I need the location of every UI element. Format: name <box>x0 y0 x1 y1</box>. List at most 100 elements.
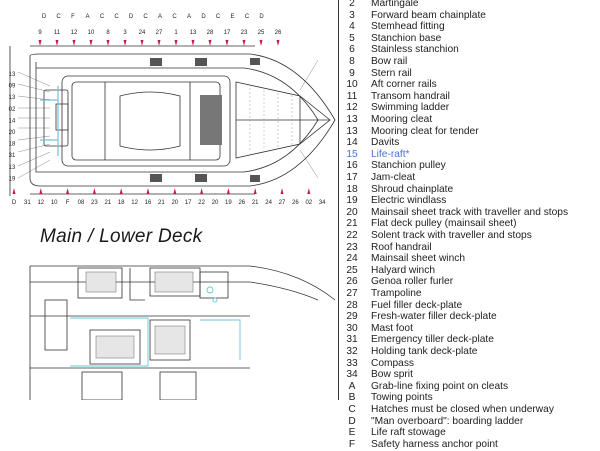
callout-label: 21 <box>158 200 165 206</box>
legend-description: Hatches must be closed when underway <box>371 404 554 415</box>
marker-pin <box>242 40 246 46</box>
legend-description: Life raft stowage <box>371 427 446 439</box>
legend-key: B <box>348 392 356 404</box>
legend-description: Mooring cleat <box>371 114 433 125</box>
legend-key: 10 <box>346 79 358 91</box>
callout-label: C <box>245 14 250 20</box>
callout-label: 20 <box>171 200 178 206</box>
callout-label: 21 <box>104 200 111 206</box>
legend-description: Fresh-water filler deck-plate <box>371 311 497 323</box>
legend-description: Davits <box>371 137 400 149</box>
legend-description: Aft corner rails <box>371 79 437 91</box>
legend-key: 13 <box>346 125 358 137</box>
callout-label: 17 <box>224 30 231 36</box>
callout-label: 24 <box>265 200 272 206</box>
lower-deck-water-lines <box>70 286 241 367</box>
upper-deck-outline <box>9 45 336 196</box>
legend-key: 12 <box>346 102 358 114</box>
callout-label: 24 <box>139 30 146 36</box>
legend-key: 32 <box>346 346 358 357</box>
legend-key: 4 <box>349 21 355 33</box>
callout-label: 8 <box>106 30 110 36</box>
legend-key: 26 <box>346 276 358 288</box>
callout-label: 9 <box>38 30 42 36</box>
legend-key: 20 <box>346 206 358 218</box>
legend-description: "Man overboard": boarding ladder <box>371 415 524 427</box>
legend-description: Mooring cleat for tender <box>371 125 479 137</box>
callout-label: 12 <box>37 200 44 206</box>
callout-label: 13 <box>9 95 16 101</box>
legend-key: 9 <box>349 67 355 79</box>
callout-label: D <box>129 14 134 20</box>
legend-key: 30 <box>346 322 358 334</box>
callout-label: C <box>100 14 105 20</box>
callout-label: C <box>143 14 148 20</box>
marker-pin <box>119 188 123 194</box>
legend-key: C <box>348 404 356 415</box>
marker-pin <box>123 40 127 46</box>
callout-label: D <box>12 200 17 206</box>
callout-label: 11 <box>54 30 61 36</box>
legend-description: Forward beam chainplate <box>371 9 486 21</box>
legend-item: 30 Mast foot <box>339 323 600 335</box>
legend-key: 34 <box>346 369 358 381</box>
legend-description: Halyard winch <box>371 264 435 276</box>
legend-description: Mast foot <box>371 322 413 334</box>
legend-item: 34 Bow sprit <box>339 369 600 381</box>
legend-description: Genoa roller furler <box>371 276 454 288</box>
callout-label: C <box>114 14 119 20</box>
legend-description: Stanchion pulley <box>371 160 446 172</box>
lower-deck-outline <box>29 265 336 400</box>
legend-description: Fuel filler deck-plate <box>371 299 463 311</box>
callout-label: 13 <box>9 72 16 78</box>
trampoline-net <box>249 88 293 152</box>
legend-description: Towing points <box>371 392 433 404</box>
callout-label: 19 <box>9 176 16 182</box>
callout-label: 22 <box>198 200 205 206</box>
legend-key: 31 <box>346 334 358 346</box>
legend-description: Martingale <box>371 0 419 9</box>
callout-label: 27 <box>156 30 163 36</box>
legend-description: Bow sprit <box>371 369 413 381</box>
callout-label: 20 <box>9 130 16 136</box>
callout-label: 12 <box>131 200 138 206</box>
marker-pin <box>253 188 257 194</box>
legend-description: Grab-line fixing point on cleats <box>371 380 509 392</box>
callout-label: 18 <box>9 142 16 148</box>
callout-label: 21 <box>252 200 259 206</box>
marker-pin <box>106 40 110 46</box>
legend-key: 29 <box>346 311 358 323</box>
callout-label: 31 <box>24 200 31 206</box>
legend-key: A <box>348 380 356 392</box>
callout-label: 25 <box>258 30 265 36</box>
legend-item: 10 Aft corner rails <box>339 79 600 91</box>
callout-label: C <box>56 14 61 20</box>
marker-pin <box>39 188 43 194</box>
callout-label: 13 <box>9 165 16 171</box>
marker-pin <box>146 188 150 194</box>
marker-pin <box>276 40 280 46</box>
legend-item: B Towing points <box>339 392 600 404</box>
callout-label: 14 <box>9 118 16 124</box>
marker-pin <box>200 188 204 194</box>
callout-label: A <box>187 14 191 20</box>
callout-label: 13 <box>190 30 197 36</box>
legend-description: Roof handrail <box>371 241 432 253</box>
callout-label: 26 <box>292 200 299 206</box>
callout-label: D <box>42 14 47 20</box>
legend-description: Stainless stanchion <box>371 44 459 56</box>
legend-key: 23 <box>346 241 358 253</box>
legend-description: Holding tank deck-plate <box>371 346 478 357</box>
